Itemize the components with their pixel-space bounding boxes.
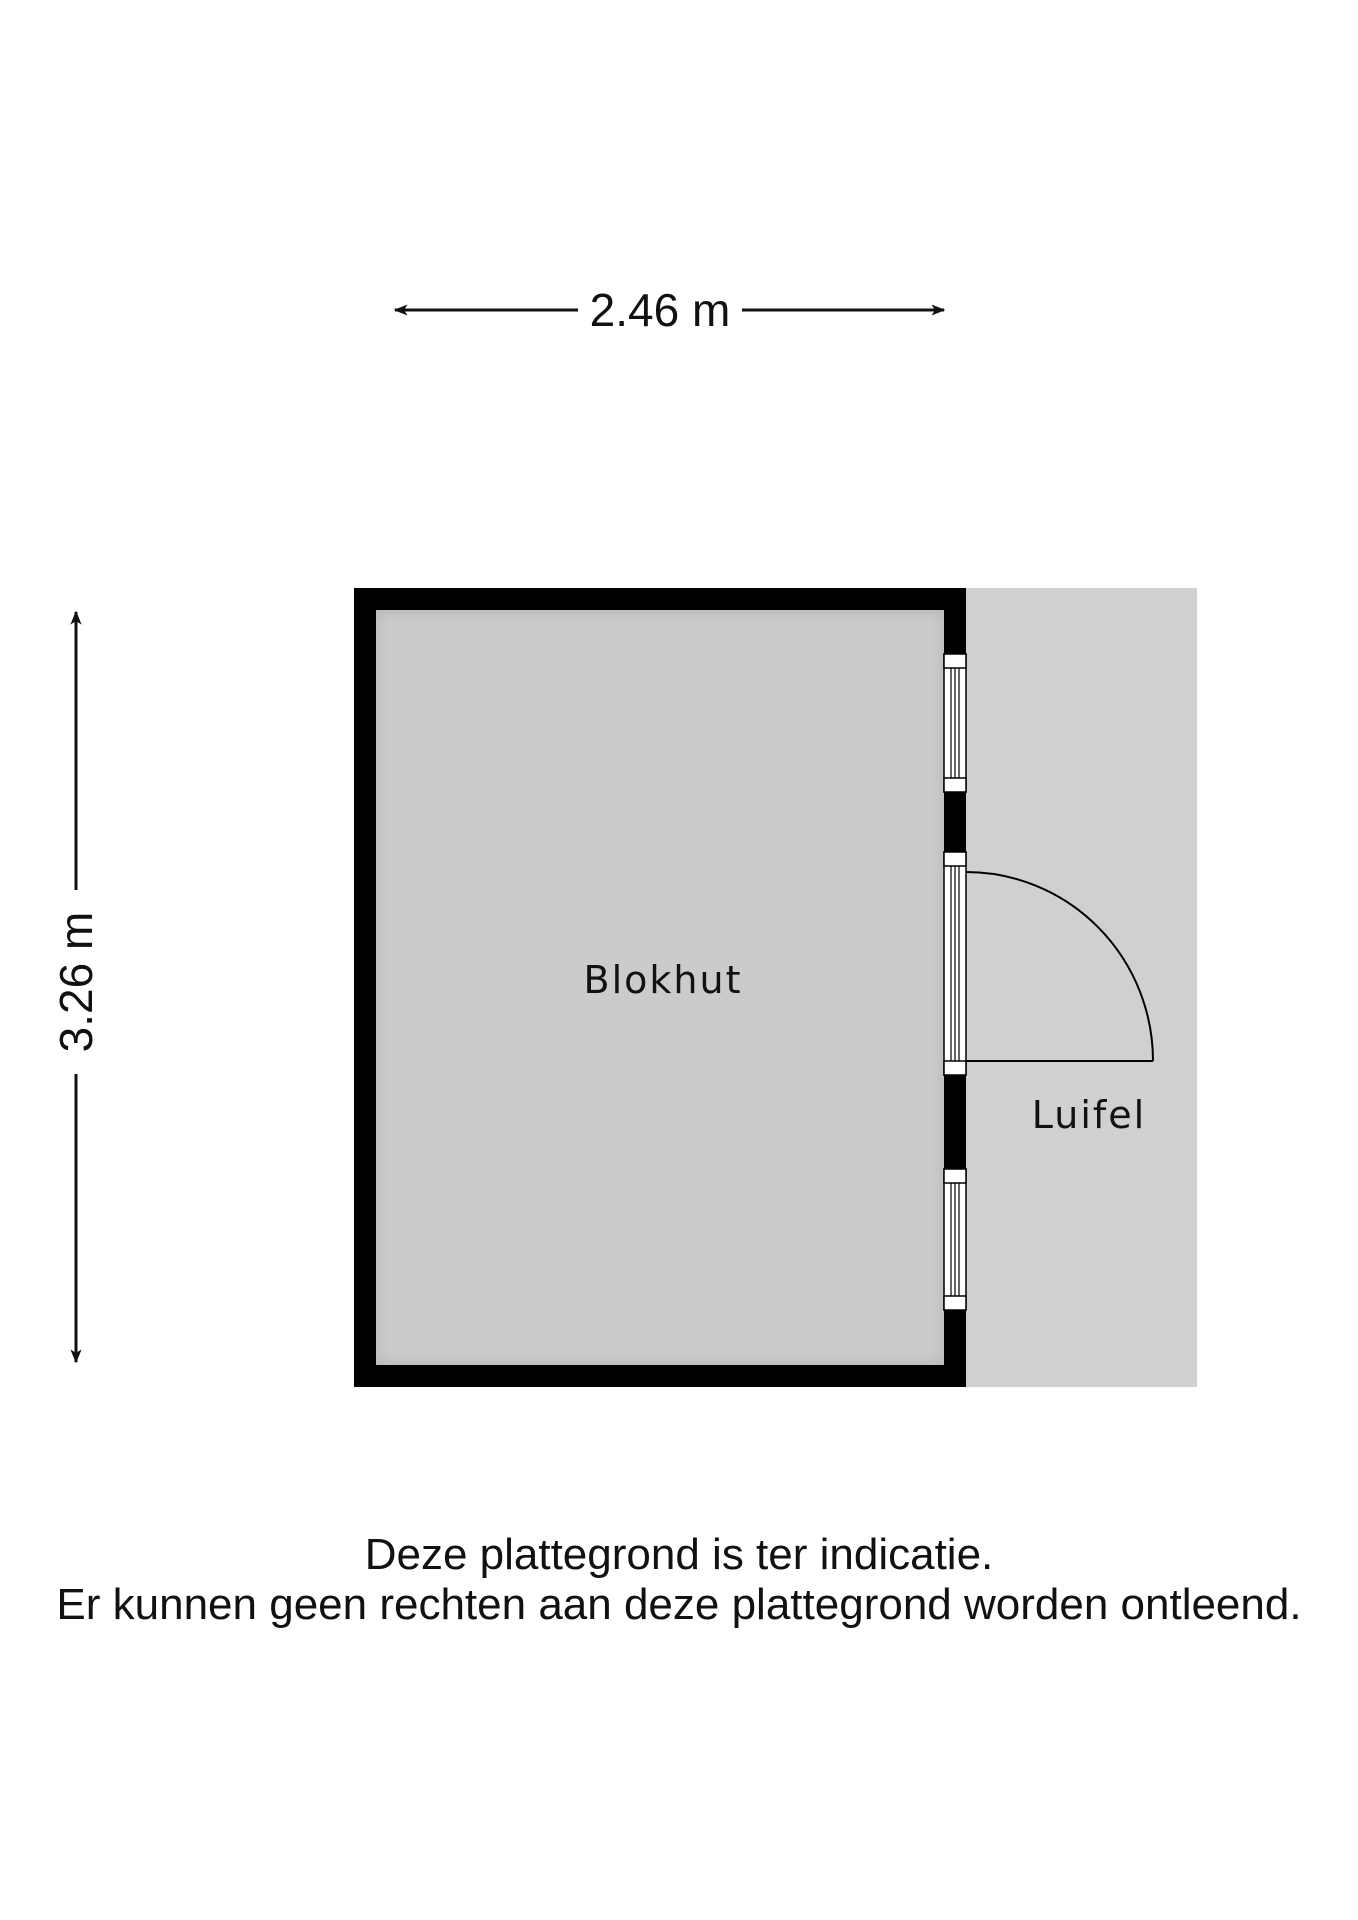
wall-right-segment-4 xyxy=(944,1310,966,1387)
door-swing-arc xyxy=(965,871,1154,1062)
canopy-area xyxy=(966,588,1197,1387)
wall-right-segment-2 xyxy=(944,792,966,852)
window-top xyxy=(943,653,967,793)
window-bottom xyxy=(943,1168,967,1311)
wall-right-segment-3 xyxy=(944,1075,966,1169)
width-dimension: 2.46 m xyxy=(393,284,946,336)
height-dimension-label: 3.26 m xyxy=(50,912,102,1053)
disclaimer-line-2: Er kunnen geen rechten aan deze plattegr… xyxy=(56,1580,1302,1629)
room-label-blokhut: Blokhut xyxy=(584,958,743,1002)
room-floor xyxy=(354,588,966,1387)
wall-right-segment-1 xyxy=(944,588,966,654)
wall-top xyxy=(354,588,966,610)
wall-left xyxy=(354,588,376,1387)
disclaimer-line-1: Deze plattegrond is ter indicatie. xyxy=(364,1530,994,1579)
height-dimension: 3.26 m xyxy=(50,610,102,1364)
walls xyxy=(354,588,966,1387)
wall-bottom xyxy=(354,1365,966,1387)
door xyxy=(943,851,1154,1076)
room-label-luifel: Luifel xyxy=(1032,1093,1146,1137)
width-dimension-label: 2.46 m xyxy=(590,284,731,336)
